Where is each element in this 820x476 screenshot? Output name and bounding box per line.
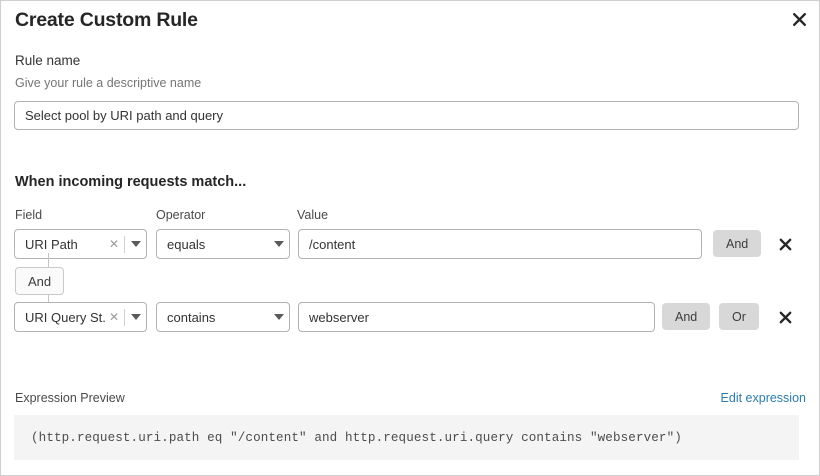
connector-line-bottom xyxy=(48,295,49,308)
rule-name-input[interactable] xyxy=(14,101,799,130)
operator-select-1[interactable]: contains xyxy=(156,302,290,332)
rule-name-help-text: Give your rule a descriptive name xyxy=(15,76,202,90)
field-select-1[interactable]: URI Query St... ✕ xyxy=(14,302,147,332)
column-header-value: Value xyxy=(297,208,329,222)
column-header-field: Field xyxy=(15,208,43,222)
clear-icon[interactable]: ✕ xyxy=(108,237,119,251)
divider xyxy=(124,308,125,326)
column-header-operator: Operator xyxy=(156,208,206,222)
divider xyxy=(124,235,125,253)
delete-row-icon-1[interactable] xyxy=(775,307,795,327)
delete-row-icon-0[interactable] xyxy=(775,234,795,254)
operator-select-0[interactable]: equals xyxy=(156,229,290,259)
condition-row: URI Query St... ✕ contains And Or xyxy=(1,302,820,332)
or-button-row-1[interactable]: Or xyxy=(719,303,759,330)
chevron-down-icon[interactable] xyxy=(126,314,146,320)
condition-row: URI Path ✕ equals And xyxy=(1,229,820,259)
clear-icon[interactable]: ✕ xyxy=(108,310,119,324)
connector-and-chip[interactable]: And xyxy=(15,267,65,295)
field-select-value-1: URI Query St... xyxy=(25,309,105,325)
and-button-row-1[interactable]: And xyxy=(662,303,711,330)
chevron-down-icon[interactable] xyxy=(269,314,289,320)
page-title: Create Custom Rule xyxy=(15,9,198,31)
chevron-down-icon[interactable] xyxy=(126,241,146,247)
value-input-0[interactable] xyxy=(298,229,702,259)
connector-line-top xyxy=(48,253,49,268)
expression-preview-box: (http.request.uri.path eq "/content" and… xyxy=(14,415,799,460)
expression-preview-code: (http.request.uri.path eq "/content" and… xyxy=(31,430,682,445)
edit-expression-link[interactable]: Edit expression xyxy=(720,391,806,405)
operator-select-value-0: equals xyxy=(167,236,206,252)
value-input-1[interactable] xyxy=(298,302,655,332)
rule-name-label: Rule name xyxy=(15,53,81,68)
expression-preview-label: Expression Preview xyxy=(15,391,125,405)
and-button-row-0[interactable]: And xyxy=(713,230,762,257)
field-select-0[interactable]: URI Path ✕ xyxy=(14,229,147,259)
operator-select-value-1: contains xyxy=(167,309,216,325)
close-icon[interactable] xyxy=(787,7,811,31)
chevron-down-icon[interactable] xyxy=(269,241,289,247)
match-section-heading: When incoming requests match... xyxy=(15,174,247,190)
field-select-value-0: URI Path xyxy=(25,236,78,252)
